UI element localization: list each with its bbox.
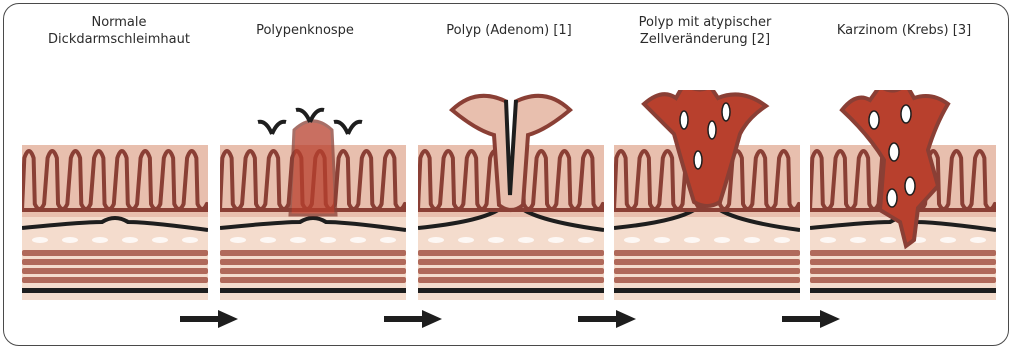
muscle-layer	[614, 268, 800, 274]
growth-arrow-icon	[296, 110, 310, 122]
stage-label-adenoma: Polyp (Adenom) [1]	[409, 14, 609, 39]
growth-arrow-icon	[348, 122, 362, 134]
gland-lumen	[905, 177, 915, 195]
cell-blob	[970, 237, 986, 243]
muscle-layer	[220, 277, 406, 283]
stage-label-atypical-line1: Polyp mit atypischer	[605, 14, 805, 31]
gland-lumen	[889, 143, 899, 161]
progression-arrow-3	[576, 308, 638, 330]
cell-blob	[624, 237, 640, 243]
stage-carcinoma-illustration	[810, 90, 996, 300]
cell-blob	[320, 237, 336, 243]
growth-arrow-icon	[258, 122, 272, 134]
muscle-layer	[810, 268, 996, 274]
muscle-layer	[614, 277, 800, 283]
cell-blob	[290, 237, 306, 243]
serosa-line	[614, 288, 800, 293]
progression-arrow-1	[178, 308, 240, 330]
muscle-layer	[614, 250, 800, 256]
serosa-line	[22, 288, 208, 293]
progression-arrow-4	[780, 308, 842, 330]
progression-arrow-2	[382, 308, 444, 330]
serosa-line	[220, 288, 406, 293]
cell-blob	[350, 237, 366, 243]
muscle-layer	[220, 250, 406, 256]
stage-atypical-illustration	[614, 90, 800, 300]
stage-label-normal-line2: Dickdarmschleimhaut	[19, 31, 219, 48]
serosa-line	[810, 288, 996, 293]
muscle-layer	[220, 268, 406, 274]
growth-arrow-icon	[334, 122, 348, 134]
cell-blob	[488, 237, 504, 243]
muscle-layer	[810, 259, 996, 265]
cell-blob	[260, 237, 276, 243]
stage-bud-illustration	[220, 90, 406, 300]
stage-normal-illustration	[22, 90, 208, 300]
stage-label-atypical-line2: Zellveränderung [2]	[605, 31, 805, 48]
cell-blob	[820, 237, 836, 243]
polyp-bud	[290, 121, 336, 215]
cell-blob	[880, 237, 896, 243]
muscle-layer	[418, 250, 604, 256]
muscle-layer	[22, 250, 208, 256]
muscle-layer	[418, 268, 604, 274]
cell-blob	[578, 237, 594, 243]
stage-adenoma-illustration	[418, 90, 604, 300]
cell-blob	[32, 237, 48, 243]
cell-blob	[380, 237, 396, 243]
gland-lumen	[694, 151, 702, 169]
stage-label-normal-line1: Normale	[19, 14, 219, 31]
muscle-layer	[22, 259, 208, 265]
muscle-layer	[810, 250, 996, 256]
cell-blob	[850, 237, 866, 243]
muscle-layer	[22, 268, 208, 274]
muscle-layer	[22, 277, 208, 283]
cell-blob	[428, 237, 444, 243]
cell-blob	[182, 237, 198, 243]
gland-lumen	[887, 189, 897, 207]
stage-label-normal: Normale Dickdarmschleimhaut	[19, 14, 219, 48]
growth-arrow-icon	[272, 122, 286, 134]
cell-blob	[518, 237, 534, 243]
cell-blob	[714, 237, 730, 243]
cell-blob	[774, 237, 790, 243]
stage-label-bud-line1: Polypenknospe	[205, 22, 405, 39]
cell-blob	[940, 237, 956, 243]
stage-label-atypical: Polyp mit atypischer Zellveränderung [2]	[605, 14, 805, 48]
cell-blob	[458, 237, 474, 243]
cell-blob	[62, 237, 78, 243]
stage-label-adenoma-line1: Polyp (Adenom) [1]	[409, 22, 609, 39]
muscle-layer	[810, 277, 996, 283]
cell-blob	[684, 237, 700, 243]
gland-lumen	[869, 111, 879, 129]
stage-label-carcinoma: Karzinom (Krebs) [3]	[804, 14, 1004, 39]
gland-lumen	[680, 111, 688, 129]
gland-lumen	[708, 121, 716, 139]
serosa-line	[418, 288, 604, 293]
cell-blob	[654, 237, 670, 243]
cell-blob	[152, 237, 168, 243]
cell-blob	[548, 237, 564, 243]
gland-lumen	[901, 105, 911, 123]
stage-label-carcinoma-line1: Karzinom (Krebs) [3]	[804, 22, 1004, 39]
cell-blob	[122, 237, 138, 243]
gland-lumen	[722, 103, 730, 121]
muscle-layer	[418, 259, 604, 265]
stage-label-bud: Polypenknospe	[205, 14, 405, 39]
cell-blob	[230, 237, 246, 243]
muscle-layer	[220, 259, 406, 265]
cell-blob	[92, 237, 108, 243]
cell-blob	[744, 237, 760, 243]
muscle-layer	[418, 277, 604, 283]
muscle-layer	[614, 259, 800, 265]
